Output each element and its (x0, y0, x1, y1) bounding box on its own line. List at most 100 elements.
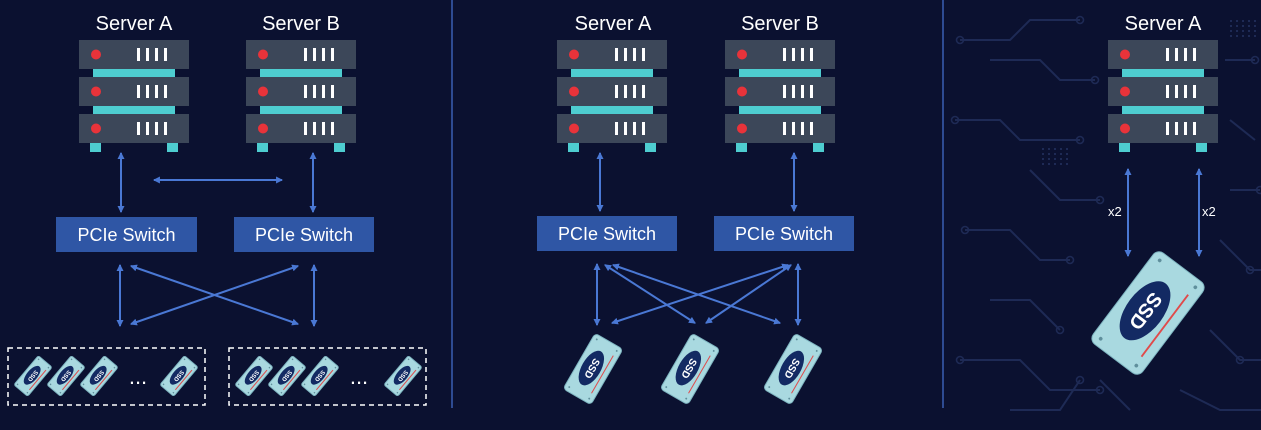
ssd-screw (1134, 363, 1139, 368)
link-multiplier-label: x2 (1108, 204, 1122, 219)
vent-bar (322, 48, 325, 61)
ssd-screw (712, 349, 715, 352)
vent-bar (164, 48, 167, 61)
ssd-badge (393, 365, 411, 385)
ssd-screw (258, 358, 261, 361)
circuit-pad (1048, 158, 1050, 160)
vent-bar (1166, 48, 1169, 61)
circuit-node (1095, 195, 1105, 205)
ssd-badge (244, 365, 262, 385)
ssd-screw (692, 338, 695, 341)
circuit-pad (1236, 30, 1238, 32)
vent-bar (1166, 85, 1169, 98)
vent-bar (304, 48, 307, 61)
pcie-switch-label: PCIe Switch (558, 224, 656, 244)
circuit-node (1090, 75, 1100, 85)
vent-bar (1175, 122, 1178, 135)
server-label-a: Server A (96, 13, 173, 35)
vent-bar (792, 85, 795, 98)
circuit-pad (1060, 148, 1062, 150)
vent-bar (801, 85, 804, 98)
circuit-pad (1230, 30, 1232, 32)
ssd-screw (768, 386, 771, 389)
circuit-trace (990, 59, 1095, 81)
vent-bar (783, 48, 786, 61)
ssd-screw (92, 391, 95, 394)
circuit-node (1075, 15, 1085, 25)
ssd-badge (89, 365, 107, 385)
circuit-pad (1242, 25, 1244, 27)
ellipsis: ... (350, 364, 368, 389)
ssd-stripe (250, 369, 268, 391)
circuit-pad (1054, 158, 1056, 160)
ssd-screw (113, 366, 116, 369)
drive-group-box (228, 347, 427, 406)
server-foot (645, 143, 656, 152)
vent-bar (313, 85, 316, 98)
vent-bar (1193, 122, 1196, 135)
circuit-node (1055, 325, 1065, 335)
ssd-screw (396, 391, 399, 394)
circuit-trace (1099, 379, 1131, 411)
ssd-stripe (688, 355, 711, 394)
vent-bar (331, 122, 334, 135)
server-foot (334, 143, 345, 152)
circuit-node (955, 35, 965, 45)
vent-bar (146, 48, 149, 61)
ssd-drive-icon: SSD (384, 356, 422, 396)
circuit-node (1255, 185, 1261, 195)
circuit-pad (1060, 163, 1062, 165)
vent-bar (801, 48, 804, 61)
server-foot (813, 143, 824, 152)
link-arrow (705, 264, 792, 324)
pcie-switch-label: PCIe Switch (77, 225, 175, 245)
server-divider (571, 69, 653, 77)
vent-bar (137, 122, 140, 135)
vent-bar (624, 122, 627, 135)
vent-bar (801, 122, 804, 135)
link-multiplier-label: x2 (1202, 204, 1216, 219)
status-led (737, 123, 747, 134)
vent-bar (304, 85, 307, 98)
vent-bar (642, 48, 645, 61)
vent-bar (642, 85, 645, 98)
vent-bar (792, 48, 795, 61)
ssd-screw (815, 349, 818, 352)
vent-bar (615, 122, 618, 135)
status-led (258, 123, 268, 134)
ssd-screw (183, 358, 186, 361)
ssd-screw (162, 383, 165, 386)
circuit-pad (1060, 158, 1062, 160)
circuit-node (950, 115, 960, 125)
server-foot (568, 143, 579, 152)
ssd-screw (280, 391, 283, 394)
circuit-trace (960, 359, 1100, 391)
status-led (737, 49, 747, 60)
ssd-stripe (283, 369, 301, 391)
ssd-body (268, 356, 306, 396)
ssd-screw (1193, 285, 1198, 290)
circuit-pad (1042, 148, 1044, 150)
ssd-screw (37, 358, 40, 361)
server-rack-icon (725, 40, 835, 152)
circuit-node (955, 355, 965, 365)
circuit-pad (1066, 163, 1068, 165)
circuit-pad (1054, 148, 1056, 150)
vent-bar (810, 48, 813, 61)
circuit-node (1235, 355, 1245, 365)
pcie-switch-box (537, 216, 677, 251)
status-led (569, 49, 579, 60)
server-divider (1122, 106, 1204, 114)
circuit-trace (1209, 329, 1261, 361)
circuit-node (960, 225, 970, 235)
circuit-pad (1254, 20, 1256, 22)
circuit-pad (1230, 20, 1232, 22)
circuit-pad (1230, 35, 1232, 37)
vent-bar (792, 122, 795, 135)
vent-bar (1184, 85, 1187, 98)
ssd-screw (417, 366, 420, 369)
ssd-screw (595, 338, 598, 341)
vent-bar (633, 85, 636, 98)
vent-bar (331, 48, 334, 61)
